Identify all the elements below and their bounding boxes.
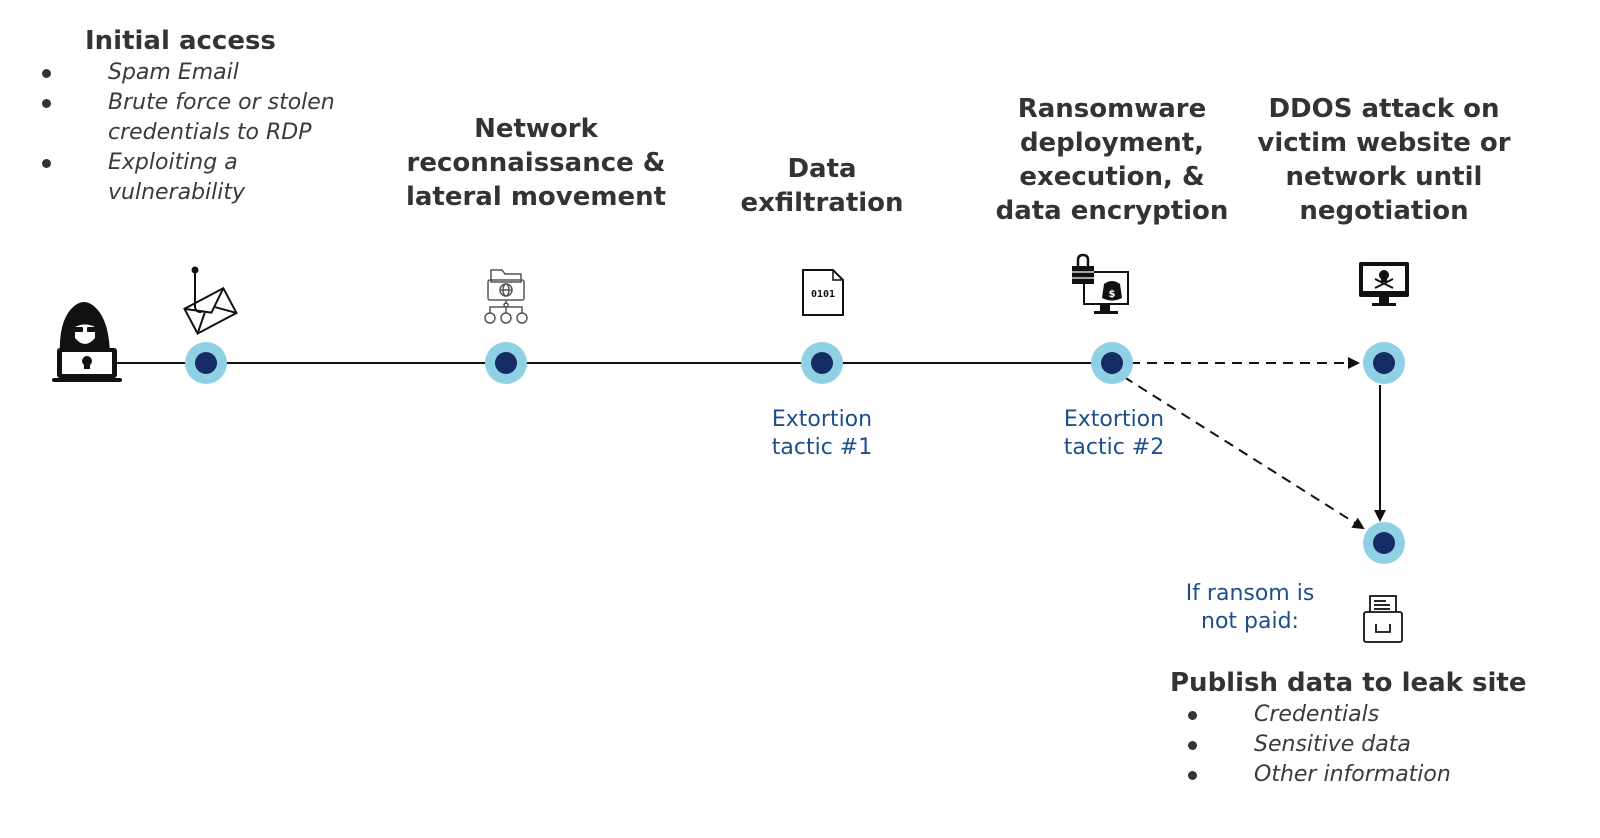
bullet-item: Brute force or stolen credentials to RDP (42, 88, 368, 148)
title-line: deployment, (1019, 128, 1205, 158)
stage-ddos-title: DDOS attack on victim website or network… (1234, 92, 1534, 228)
bullet-item: Other information (1188, 760, 1590, 790)
label-line: If ransom is (1185, 581, 1315, 606)
bullet-item: Exploiting a vulnerability (42, 148, 308, 208)
node-network-recon (485, 342, 527, 384)
title-line: Network (474, 114, 598, 144)
network-folder-icon (484, 269, 528, 324)
locked-ransom-computer-icon: $ (1072, 253, 1129, 314)
stage-publish-leak: Publish data to leak site Credentials Se… (1170, 666, 1590, 790)
svg-text:$: $ (1109, 289, 1116, 300)
label-line: Extortion (1063, 407, 1165, 432)
title-line: victim website or (1257, 128, 1511, 158)
title-line: exfiltration (740, 188, 904, 218)
initial-access-bullet-list: Spam Email Brute force or stolen credent… (42, 58, 382, 208)
bullet-item: Sensitive data (1188, 730, 1590, 760)
title-line: data encryption (995, 196, 1229, 226)
node-data-exfiltration (801, 342, 843, 384)
bullet-item: Credentials (1188, 700, 1590, 730)
publish-leak-bullet-list: Credentials Sensitive data Other informa… (1188, 700, 1590, 790)
label-line: not paid: (1201, 609, 1299, 634)
binary-file-text: 0101 (811, 289, 835, 300)
title-line: DDOS attack on (1268, 94, 1500, 124)
stage-ransomware-title: Ransomware deployment, execution, & data… (962, 92, 1262, 228)
stage-title: Publish data to leak site (1170, 668, 1527, 698)
title-line: network until (1285, 162, 1483, 192)
title-line: reconnaissance & (406, 148, 666, 178)
title-line: negotiation (1299, 196, 1469, 226)
title-line: Data (787, 154, 857, 184)
node-initial-access (185, 342, 227, 384)
label-line: tactic #2 (1063, 435, 1165, 460)
stage-data-exfiltration-title: Data exfiltration (722, 152, 922, 220)
hacker-icon (52, 302, 122, 382)
document-printer-icon (1363, 595, 1403, 643)
dashed-arrow-to-publish (1123, 376, 1365, 530)
extortion-tactic-2-label: Extortion tactic #2 (1034, 406, 1194, 462)
stage-title: Initial access (85, 26, 276, 56)
bullet-item: Spam Email (42, 58, 382, 88)
binary-file-icon: 0101 (802, 269, 844, 316)
label-line: tactic #1 (771, 435, 873, 460)
node-publish-leak (1363, 522, 1405, 564)
stage-network-recon-title: Network reconnaissance & lateral movemen… (386, 112, 686, 214)
title-line: Ransomware (1017, 94, 1207, 124)
phishing-email-icon (183, 266, 238, 335)
skull-monitor-icon (1359, 262, 1409, 306)
node-ddos (1363, 342, 1405, 384)
node-ransomware (1091, 342, 1133, 384)
title-line: lateral movement (405, 182, 667, 212)
label-line: Extortion (771, 407, 873, 432)
extortion-tactic-1-label: Extortion tactic #1 (742, 406, 902, 462)
stage-initial-access: Initial access Spam Email Brute force or… (42, 24, 382, 208)
ransom-not-paid-label: If ransom is not paid: (1170, 580, 1330, 636)
title-line: execution, & (1019, 162, 1205, 192)
